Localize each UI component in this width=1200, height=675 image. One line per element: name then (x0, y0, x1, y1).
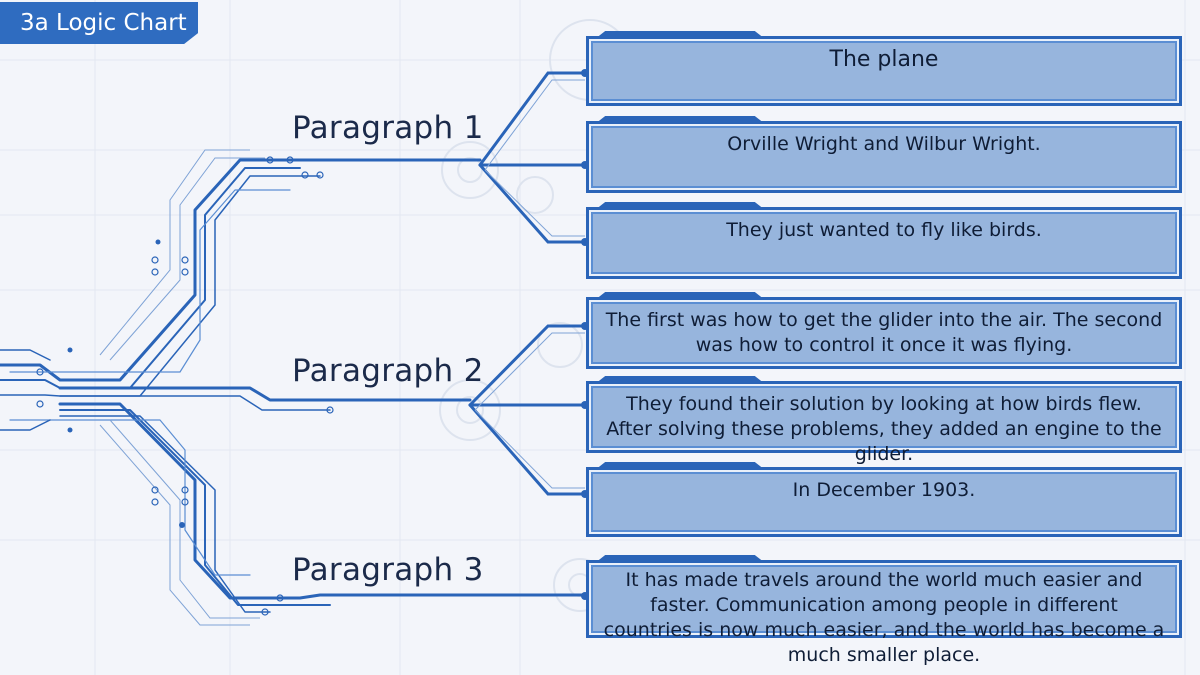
paragraph-1-box-2: Orville Wright and Wilbur Wright. (586, 121, 1182, 193)
circuit-trunk (0, 158, 587, 613)
paragraph-1-box-1: The plane (586, 36, 1182, 106)
box-text: The first was how to get the glider into… (605, 309, 1163, 356)
box-text: They just wanted to fly like birds. (726, 219, 1042, 241)
box-text: It has made travels around the world muc… (603, 569, 1165, 666)
box-text: The plane (829, 47, 939, 72)
paragraph-3-box-1: It has made travels around the world muc… (586, 560, 1182, 666)
circuit-thin-lines (99, 149, 265, 626)
paragraph-1-box-3: They just wanted to fly like birds. (586, 207, 1182, 279)
box-text: Orville Wright and Wilbur Wright. (727, 133, 1041, 155)
paragraph-1-label: Paragraph 1 (292, 110, 484, 146)
branch-lines (468, 71, 587, 496)
paragraph-2-box-3: In December 1903. (586, 467, 1182, 537)
slide-title: 3a Logic Chart (0, 2, 198, 44)
box-text: In December 1903. (792, 479, 976, 501)
paragraph-3-label: Paragraph 3 (292, 552, 484, 588)
paragraph-2-box-2: They found their solution by looking at … (586, 381, 1182, 465)
circuit-rings (36, 156, 334, 616)
connector-dots (67, 69, 589, 600)
box-text: They found their solution by looking at … (606, 393, 1162, 465)
paragraph-2-box-1: The first was how to get the glider into… (586, 297, 1182, 369)
branch-thin-lines (474, 79, 585, 489)
paragraph-2-label: Paragraph 2 (292, 353, 484, 389)
